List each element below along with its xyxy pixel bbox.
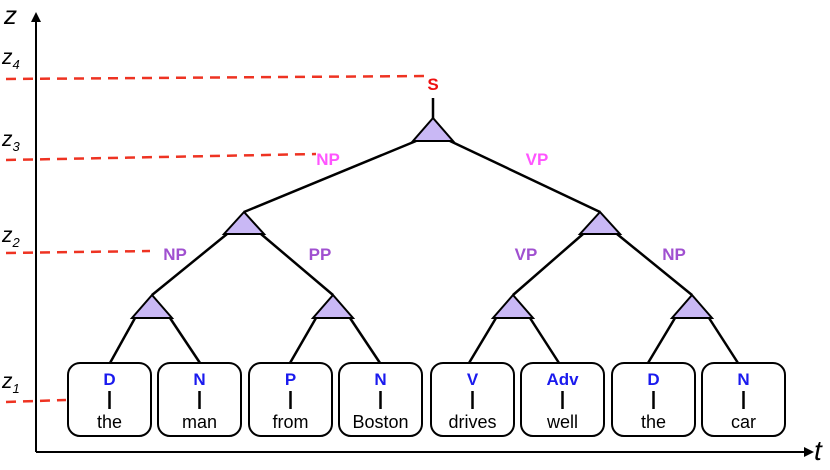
leaf-word: man	[182, 412, 217, 432]
leaf-word: the	[641, 412, 666, 432]
leaf-tag: N	[737, 370, 749, 389]
level-line-z4	[5, 74, 426, 81]
merge-triangle	[310, 293, 356, 319]
phrase-label-l3-left: NP	[316, 150, 340, 169]
phrase-label-l3-right: VP	[526, 150, 549, 169]
level-label-z4: z4	[1, 46, 20, 72]
leaf-word: drives	[448, 412, 496, 432]
leaf-tag: V	[467, 370, 479, 389]
phrase-label-l2-3: VP	[515, 245, 538, 264]
merge-triangle	[129, 293, 175, 319]
leaf-tag: N	[193, 370, 205, 389]
merge-triangles	[129, 116, 715, 319]
leaf-word: from	[273, 412, 309, 432]
z-axis-label: z	[3, 0, 17, 30]
leaf-word: the	[97, 412, 122, 432]
leaf-node-1: D the	[67, 362, 152, 437]
level-label-z1: z1	[1, 370, 20, 396]
phrase-label-l2-2: PP	[309, 245, 332, 264]
level-label-z2: z2	[1, 224, 21, 250]
root-label: S	[427, 75, 438, 94]
phrase-label-l2-1: NP	[163, 245, 187, 264]
merge-triangle	[669, 293, 715, 319]
leaf-tag: Adv	[546, 370, 579, 389]
leaf-node-2: N man	[157, 362, 242, 437]
leaf-tag: D	[103, 370, 115, 389]
level-line-z2	[5, 249, 151, 255]
leaf-node-4: N Boston	[338, 362, 423, 437]
leaf-tag: P	[285, 370, 296, 389]
leaf-node-8: N car	[701, 362, 786, 437]
level-label-z3: z3	[1, 128, 21, 154]
leaf-tag: D	[647, 370, 659, 389]
leaf-word: well	[546, 412, 578, 432]
leaf-word: Boston	[352, 412, 408, 432]
t-axis-label: t	[814, 435, 823, 465]
leaf-node-3: P from	[248, 362, 333, 437]
tree-edges	[108, 98, 740, 364]
merge-triangle	[577, 210, 623, 235]
leaf-tag: N	[374, 370, 386, 389]
merge-triangle	[410, 116, 456, 142]
leaf-word: car	[731, 412, 756, 432]
leaf-node-5: V drives	[430, 362, 515, 437]
merge-triangle	[221, 210, 267, 235]
merge-triangle	[490, 293, 536, 319]
leaf-node-7: D the	[611, 362, 696, 437]
phrase-label-l2-4: NP	[662, 245, 686, 264]
level-line-z3	[5, 152, 317, 162]
leaf-node-6: Adv well	[520, 362, 605, 437]
